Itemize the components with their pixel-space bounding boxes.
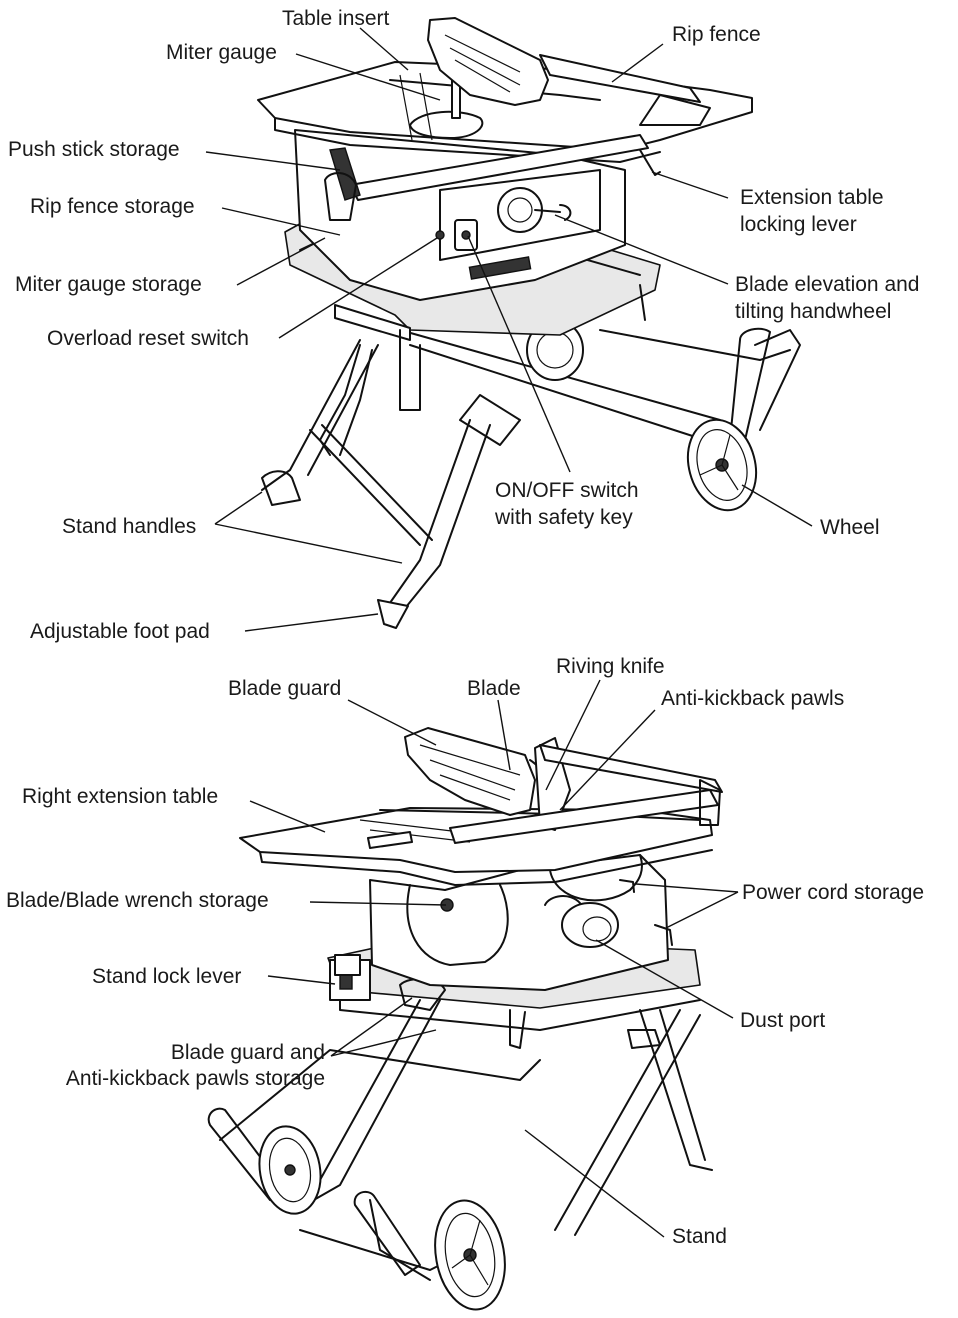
label-blade: Blade: [467, 677, 521, 700]
label-on-off-switch-line1: ON/OFF switch: [495, 479, 639, 502]
label-stand: Stand: [672, 1225, 727, 1248]
label-riving-knife: Riving knife: [556, 655, 665, 678]
label-adjustable-foot-pad: Adjustable foot pad: [30, 620, 210, 643]
top-saw-drawing: [257, 17, 801, 629]
label-blade-elevation-line2: tilting handwheel: [735, 300, 892, 323]
label-on-off-switch-line2: with safety key: [495, 506, 633, 529]
label-rip-fence: Rip fence: [672, 23, 761, 46]
label-extension-table-locking-lever-line1: Extension table: [740, 186, 884, 209]
label-extension-table-locking-lever-line2: locking lever: [740, 213, 857, 236]
label-miter-gauge: Miter gauge: [166, 41, 277, 64]
label-blade-elevation-line1: Blade elevation and: [735, 273, 920, 296]
label-right-extension-table: Right extension table: [22, 785, 219, 808]
label-miter-gauge-storage: Miter gauge storage: [15, 273, 202, 296]
label-blade-wrench-storage: Blade/Blade wrench storage: [6, 889, 269, 912]
bottom-saw-drawing: [207, 727, 723, 1311]
label-blade-guard-storage-line1: Blade guard and: [170, 1041, 325, 1064]
label-anti-kickback-pawls: Anti-kickback pawls: [661, 687, 845, 710]
label-blade-guard-storage-line2: Anti-kickback pawls storage: [65, 1067, 325, 1090]
label-overload-reset-switch: Overload reset switch: [47, 327, 249, 350]
label-blade-guard: Blade guard: [228, 677, 342, 700]
label-dust-port: Dust port: [740, 1009, 826, 1032]
label-stand-lock-lever: Stand lock lever: [92, 965, 242, 988]
label-power-cord-storage: Power cord storage: [742, 881, 925, 904]
label-stand-handles: Stand handles: [62, 515, 197, 538]
leader-lines: [205, 27, 813, 1238]
label-table-insert: Table insert: [282, 7, 390, 30]
label-push-stick-storage: Push stick storage: [8, 138, 180, 161]
label-rip-fence-storage: Rip fence storage: [30, 195, 195, 218]
label-wheel: Wheel: [820, 516, 880, 539]
